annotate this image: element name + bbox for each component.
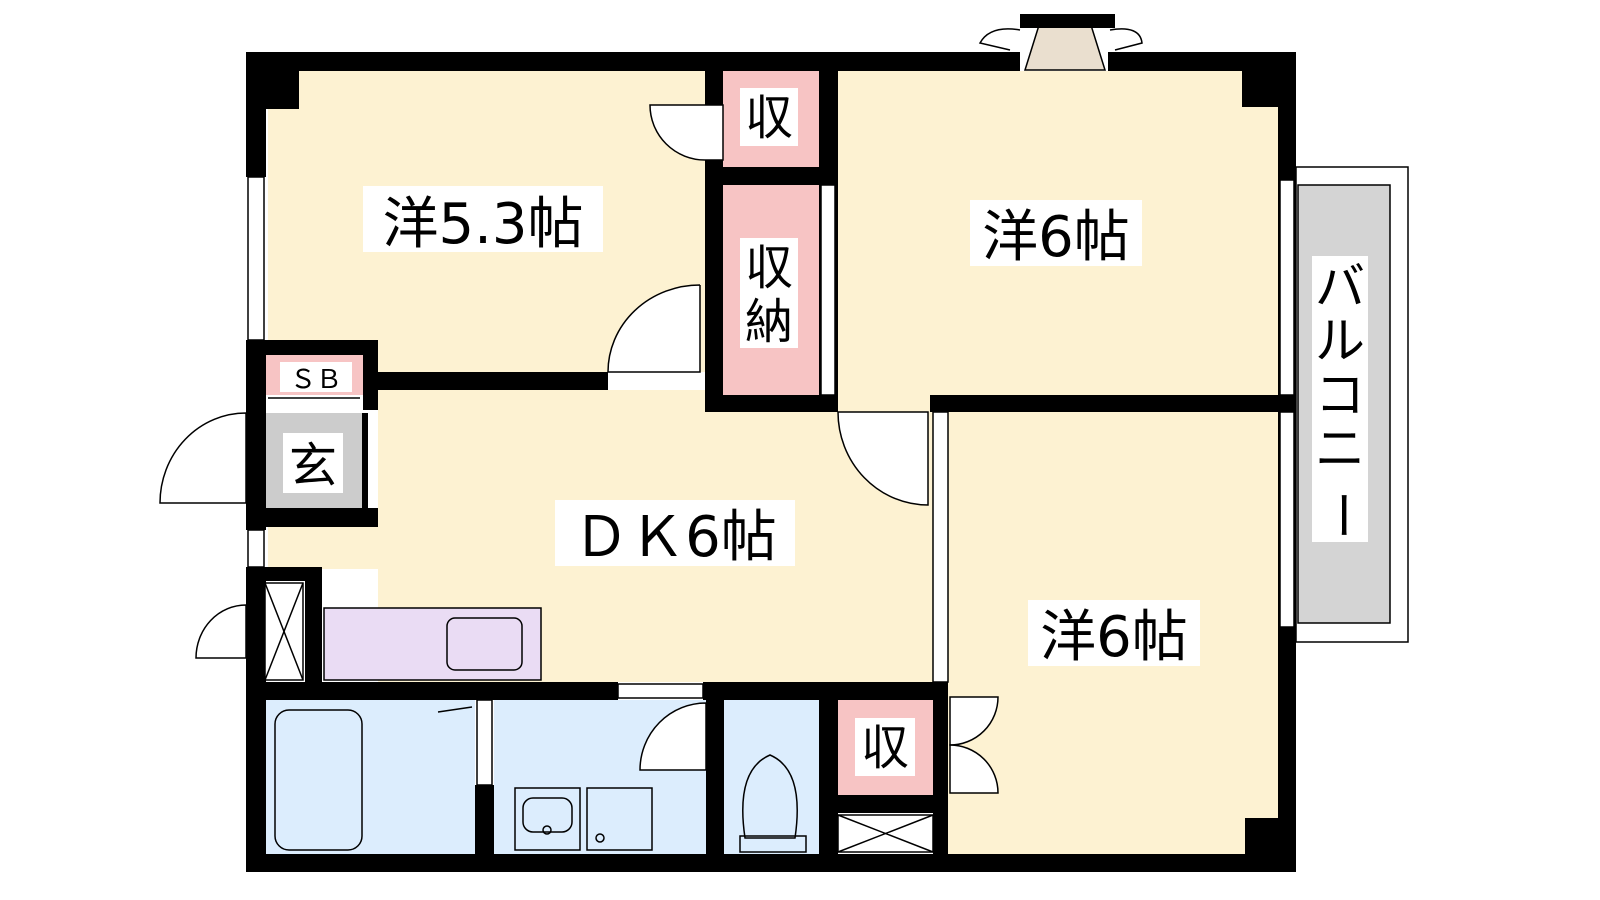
bay-door-left bbox=[978, 28, 1021, 51]
label-bg-western-1 bbox=[363, 186, 603, 252]
door-storage1 bbox=[649, 104, 724, 161]
label-bg-storage-2 bbox=[740, 238, 798, 348]
towel-bar bbox=[437, 706, 473, 713]
kitchen-sink bbox=[446, 617, 523, 671]
window-right-2 bbox=[1279, 411, 1295, 628]
balcony-label-bg bbox=[1312, 256, 1368, 542]
storage2-door bbox=[820, 184, 836, 396]
wall-left-mid bbox=[246, 340, 266, 530]
wet-door-opening bbox=[617, 683, 704, 699]
washbasin-drain-icon bbox=[542, 825, 552, 835]
toilet-room-fill bbox=[724, 700, 819, 855]
label-storage-1: 収 bbox=[745, 90, 793, 146]
label-bg-entrance bbox=[283, 433, 343, 493]
wall-left-low bbox=[246, 567, 266, 872]
wall-storage-mid bbox=[705, 167, 838, 185]
corner-br bbox=[1245, 818, 1278, 854]
drain-icon bbox=[595, 833, 605, 843]
label-entrance: 玄 bbox=[289, 438, 337, 494]
label-storage-2a: 収 bbox=[745, 240, 793, 296]
label-balcony-5: ー bbox=[1313, 490, 1371, 540]
wall-wash-right bbox=[706, 700, 724, 855]
wall-wet-top-2 bbox=[703, 682, 948, 700]
door-washroom bbox=[639, 702, 707, 771]
wall-room3-left bbox=[933, 682, 948, 854]
label-shoe-box: ＳＢ bbox=[290, 365, 342, 395]
corner-tr bbox=[1242, 71, 1278, 107]
wall-bottom bbox=[246, 854, 1296, 872]
wall-sb-right bbox=[363, 340, 378, 410]
door-storage3-b bbox=[949, 744, 999, 794]
wall-wet-top-1 bbox=[246, 682, 618, 700]
label-balcony-4: ニ bbox=[1315, 420, 1365, 478]
wall-bath-right bbox=[475, 785, 494, 855]
door-room2 bbox=[837, 411, 929, 506]
bay-door-right bbox=[1109, 28, 1143, 51]
label-balcony-3: コ bbox=[1315, 366, 1365, 424]
window-right-1 bbox=[1279, 179, 1295, 396]
toilet-tank bbox=[739, 835, 807, 853]
door-entrance bbox=[159, 412, 247, 504]
label-bg-sb bbox=[280, 362, 352, 392]
label-bg-storage-1 bbox=[740, 88, 798, 146]
door-kitchen bbox=[195, 604, 247, 659]
label-balcony-2: ル bbox=[1315, 312, 1365, 370]
corner-tl bbox=[266, 71, 299, 109]
bathtub bbox=[274, 709, 363, 851]
label-bg-western-2 bbox=[970, 200, 1142, 266]
kitchen-counter bbox=[323, 607, 542, 681]
label-western-2: 洋6帖 bbox=[982, 205, 1130, 270]
washbasin bbox=[514, 787, 581, 851]
window-left-1 bbox=[247, 176, 265, 341]
wall-sb-top bbox=[246, 340, 378, 355]
washbasin-bowl bbox=[522, 797, 573, 833]
wall-kitchen-top bbox=[246, 567, 322, 581]
washing-machine-space bbox=[586, 787, 653, 851]
utility-box-x2 bbox=[837, 814, 934, 853]
kitchen-window-x2 bbox=[264, 582, 304, 681]
window-left-2 bbox=[247, 529, 265, 568]
wall-top-1 bbox=[246, 52, 1020, 71]
wall-storage-bottom bbox=[705, 395, 838, 412]
bay-window-frame bbox=[1020, 14, 1115, 28]
wall-kitchen-box bbox=[305, 567, 322, 682]
door-room1 bbox=[607, 284, 701, 373]
toilet-icon bbox=[742, 754, 798, 839]
label-western-3: 洋6帖 bbox=[1040, 605, 1188, 670]
wall-top-2 bbox=[1108, 52, 1296, 71]
wall-room2-bottom bbox=[930, 395, 1278, 412]
bath-door bbox=[476, 699, 493, 786]
room-dk-hall bbox=[268, 527, 383, 569]
wall-left-top bbox=[246, 52, 266, 177]
label-western-1: 洋5.3帖 bbox=[382, 192, 583, 257]
wall-entrance-bottom bbox=[246, 508, 378, 527]
dk-partition bbox=[932, 411, 949, 683]
label-storage-3: 収 bbox=[861, 720, 909, 776]
bay-window bbox=[1023, 21, 1107, 71]
wall-room1-bottom bbox=[363, 372, 608, 390]
label-bg-dk bbox=[555, 500, 795, 566]
label-bg-storage-3 bbox=[855, 718, 915, 776]
bathroom-fill bbox=[265, 700, 475, 855]
wall-storage3-bottom bbox=[838, 795, 948, 813]
label-storage-2b: 納 bbox=[745, 294, 793, 350]
wall-toilet-right bbox=[819, 700, 838, 855]
label-bg-western-3 bbox=[1028, 600, 1200, 666]
label-dk: ＤＫ6帖 bbox=[573, 505, 777, 570]
label-balcony-1: バ bbox=[1315, 258, 1365, 316]
